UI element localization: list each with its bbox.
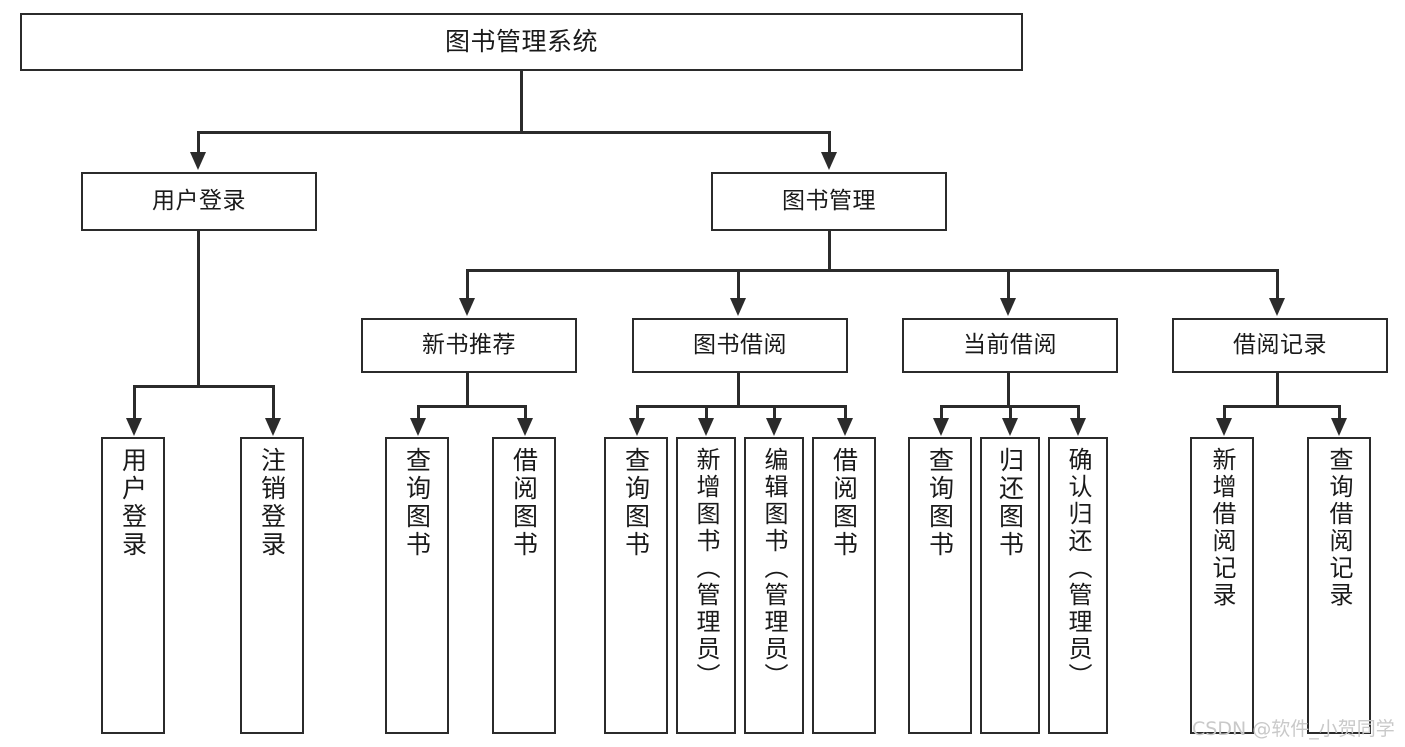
node-label: 图书管理系统 bbox=[444, 27, 598, 57]
arrow-to-leaf-user-login bbox=[126, 418, 142, 436]
connector-borrow-record-stem bbox=[1276, 373, 1279, 407]
node-label: 图书借阅 bbox=[693, 331, 787, 358]
node-user-login[interactable]: 用户登录 bbox=[81, 172, 317, 231]
connector-book-borrow-drop-4 bbox=[844, 405, 847, 419]
connector-new-book-stem bbox=[466, 373, 469, 407]
leaf-user-login[interactable]: 用户登录 bbox=[101, 437, 165, 734]
node-label: 新增图书（管理员） bbox=[692, 447, 720, 690]
node-book-manage[interactable]: 图书管理 bbox=[711, 172, 947, 231]
arrow-to-leaf-query-book-nb bbox=[410, 418, 426, 436]
connector-book-borrow-drop-3 bbox=[773, 405, 776, 419]
node-current-borrow[interactable]: 当前借阅 bbox=[902, 318, 1118, 373]
arrow-to-leaf-query-record bbox=[1331, 418, 1347, 436]
connector-new-book-bus bbox=[417, 405, 527, 408]
leaf-query-borrow-record[interactable]: 查询借阅记录 bbox=[1307, 437, 1371, 734]
leaf-query-book-current[interactable]: 查询图书 bbox=[908, 437, 972, 734]
arrow-to-leaf-add-record bbox=[1216, 418, 1232, 436]
connector-book-borrow-bus bbox=[636, 405, 847, 408]
node-label: 查询图书 bbox=[925, 447, 955, 559]
arrow-to-leaf-return-book bbox=[1002, 418, 1018, 436]
node-label: 注销登录 bbox=[257, 447, 287, 559]
connector-book-borrow-stem bbox=[737, 373, 740, 407]
connector-root-bus bbox=[197, 131, 831, 134]
node-label: 归还图书 bbox=[995, 447, 1025, 559]
connector-root-drop-left bbox=[197, 131, 200, 153]
arrow-to-leaf-confirm-return bbox=[1070, 418, 1086, 436]
connector-user-login-stem bbox=[197, 231, 200, 387]
node-label: 编辑图书（管理员） bbox=[760, 447, 788, 690]
node-label: 图书管理 bbox=[782, 187, 876, 214]
node-label: 查询图书 bbox=[402, 447, 432, 559]
connector-borrow-record-drop-1 bbox=[1223, 405, 1226, 419]
arrow-to-leaf-borrow-book-bb bbox=[837, 418, 853, 436]
connector-book-borrow-drop-2 bbox=[705, 405, 708, 419]
connector-user-login-bus bbox=[133, 385, 275, 388]
connector-current-borrow-drop-3 bbox=[1077, 405, 1080, 419]
leaf-borrow-book-recommend[interactable]: 借阅图书 bbox=[492, 437, 556, 734]
leaf-confirm-return-admin[interactable]: 确认归还（管理员） bbox=[1048, 437, 1108, 734]
arrow-to-leaf-logout bbox=[265, 418, 281, 436]
connector-book-borrow-drop-1 bbox=[636, 405, 639, 419]
node-label: 查询借阅记录 bbox=[1325, 447, 1353, 609]
node-label: 用户登录 bbox=[118, 447, 148, 559]
node-label: 用户登录 bbox=[152, 187, 246, 214]
node-label: 当前借阅 bbox=[963, 331, 1057, 358]
connector-new-book-drop-1 bbox=[417, 405, 420, 419]
node-label: 新书推荐 bbox=[422, 331, 516, 358]
arrow-to-borrow-record bbox=[1269, 298, 1285, 316]
connector-book-manage-stem bbox=[828, 231, 831, 271]
node-book-borrow[interactable]: 图书借阅 bbox=[632, 318, 848, 373]
node-new-book-recommend[interactable]: 新书推荐 bbox=[361, 318, 577, 373]
arrow-to-leaf-add-book bbox=[698, 418, 714, 436]
connector-current-borrow-stem bbox=[1007, 373, 1010, 407]
node-label: 借阅图书 bbox=[829, 447, 859, 559]
node-label: 借阅记录 bbox=[1233, 331, 1327, 358]
arrow-to-book-manage bbox=[821, 152, 837, 170]
node-label: 查询图书 bbox=[621, 447, 651, 559]
connector-current-borrow-drop-2 bbox=[1009, 405, 1012, 419]
leaf-add-book-admin[interactable]: 新增图书（管理员） bbox=[676, 437, 736, 734]
connector-root-stem bbox=[520, 71, 523, 133]
leaf-query-book-recommend[interactable]: 查询图书 bbox=[385, 437, 449, 734]
arrow-to-leaf-edit-book bbox=[766, 418, 782, 436]
connector-level2-drop-2 bbox=[737, 269, 740, 299]
node-label: 借阅图书 bbox=[509, 447, 539, 559]
leaf-add-borrow-record[interactable]: 新增借阅记录 bbox=[1190, 437, 1254, 734]
node-label: 确认归还（管理员） bbox=[1064, 447, 1092, 690]
connector-root-drop-right bbox=[828, 131, 831, 153]
connector-user-login-drop-2 bbox=[272, 385, 275, 419]
connector-level2-drop-3 bbox=[1007, 269, 1010, 299]
leaf-edit-book-admin[interactable]: 编辑图书（管理员） bbox=[744, 437, 804, 734]
arrow-to-book-borrow bbox=[730, 298, 746, 316]
arrow-to-leaf-query-book-cb bbox=[933, 418, 949, 436]
leaf-logout[interactable]: 注销登录 bbox=[240, 437, 304, 734]
leaf-borrow-book[interactable]: 借阅图书 bbox=[812, 437, 876, 734]
connector-level2-drop-1 bbox=[466, 269, 469, 299]
leaf-query-book-borrow[interactable]: 查询图书 bbox=[604, 437, 668, 734]
arrow-to-leaf-borrow-book-nb bbox=[517, 418, 533, 436]
connector-new-book-drop-2 bbox=[524, 405, 527, 419]
connector-user-login-drop-1 bbox=[133, 385, 136, 419]
connector-level2-bus bbox=[466, 269, 1279, 272]
node-label: 新增借阅记录 bbox=[1208, 447, 1236, 609]
node-root-system[interactable]: 图书管理系统 bbox=[20, 13, 1023, 71]
leaf-return-book[interactable]: 归还图书 bbox=[980, 437, 1040, 734]
arrow-to-user-login bbox=[190, 152, 206, 170]
connector-borrow-record-bus bbox=[1223, 405, 1341, 408]
connector-current-borrow-drop-1 bbox=[940, 405, 943, 419]
node-borrow-record[interactable]: 借阅记录 bbox=[1172, 318, 1388, 373]
arrow-to-leaf-query-book-bb bbox=[629, 418, 645, 436]
arrow-to-current-borrow bbox=[1000, 298, 1016, 316]
connector-level2-drop-4 bbox=[1276, 269, 1279, 299]
connector-borrow-record-drop-2 bbox=[1338, 405, 1341, 419]
arrow-to-new-book-recommend bbox=[459, 298, 475, 316]
